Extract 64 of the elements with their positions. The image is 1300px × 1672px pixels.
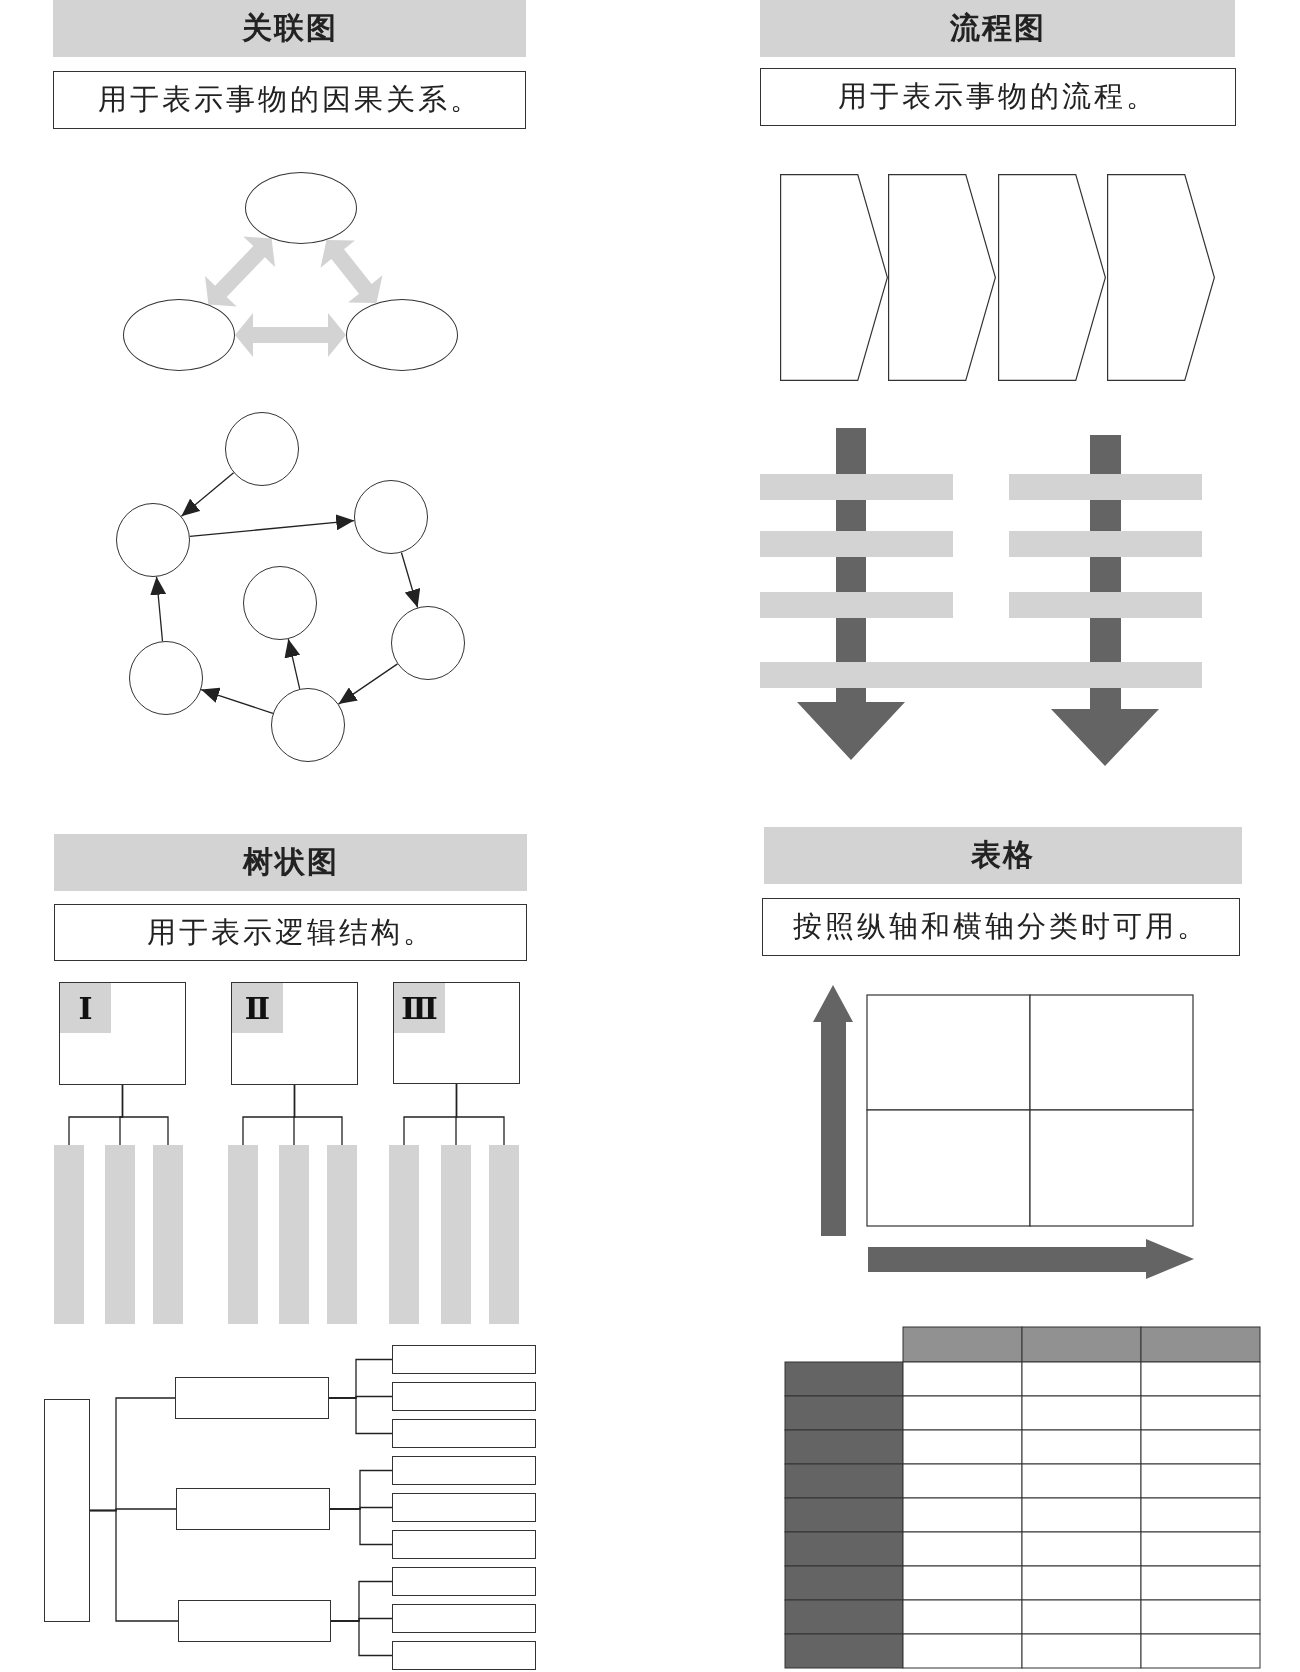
chevron-shape	[888, 174, 996, 381]
numeral-tab: Ⅰ	[60, 983, 111, 1033]
numeral-tab: Ⅱ	[232, 983, 283, 1033]
arrow	[189, 514, 355, 538]
double-arrow	[320, 240, 383, 303]
vertical-bar	[441, 1145, 471, 1324]
description-box: 按照纵轴和横轴分类时可用。	[762, 898, 1240, 956]
vertical-bar	[389, 1145, 419, 1324]
horizontal-bar	[760, 592, 953, 618]
connector-line	[328, 1397, 393, 1435]
vertical-bar	[105, 1145, 135, 1324]
numeral-tab: Ⅲ	[394, 983, 445, 1033]
outline-box	[392, 1567, 536, 1596]
panel-heading: 流程图	[760, 0, 1235, 57]
outline-box	[175, 1377, 329, 1419]
vertical-bar	[327, 1145, 357, 1324]
double-arrow	[205, 236, 275, 307]
outline-box	[392, 1419, 536, 1448]
connector-line	[293, 1084, 343, 1146]
vertical-bar	[153, 1145, 183, 1324]
arrow	[337, 663, 399, 705]
chevron-shape	[998, 174, 1106, 381]
horizontal-bar	[760, 474, 953, 500]
category-box	[393, 982, 520, 1084]
vertical-bar	[489, 1145, 519, 1324]
vertical-bar	[54, 1145, 84, 1324]
category-box	[59, 982, 186, 1085]
horizontal-bar	[1009, 592, 1202, 618]
outline-box	[44, 1399, 90, 1622]
vertical-bar	[228, 1145, 258, 1324]
panel-heading: 表格	[764, 827, 1242, 884]
arrow	[150, 576, 167, 642]
connector-line	[330, 1620, 393, 1657]
outline-box	[392, 1604, 536, 1633]
chevron-shape	[780, 174, 888, 381]
outline-box	[178, 1600, 331, 1642]
outline-box	[392, 1382, 536, 1411]
arrow	[200, 687, 274, 715]
arrow	[400, 551, 421, 609]
vertical-bar	[279, 1145, 309, 1324]
arrow	[180, 472, 235, 517]
connector-line	[121, 1084, 169, 1146]
connector-line	[329, 1508, 393, 1546]
outline-box	[176, 1488, 330, 1530]
connector-line	[455, 1083, 505, 1146]
horizontal-bar	[1009, 474, 1202, 500]
chevron-shape	[1107, 174, 1215, 381]
arrow	[284, 638, 301, 690]
outline-box	[392, 1641, 536, 1670]
connector-line	[89, 1509, 179, 1622]
outline-box	[392, 1530, 536, 1559]
description-box: 用于表示事物的因果关系。	[53, 71, 526, 129]
category-box	[231, 982, 358, 1085]
horizontal-bar	[1009, 531, 1202, 557]
horizontal-bar	[760, 662, 1202, 688]
horizontal-bar	[760, 531, 953, 557]
description-box: 用于表示事物的流程。	[760, 68, 1236, 126]
double-arrow	[235, 313, 346, 357]
description-box: 用于表示逻辑结构。	[54, 904, 527, 961]
panel-heading: 关联图	[53, 0, 526, 57]
outline-box	[392, 1456, 536, 1485]
outline-box	[392, 1345, 536, 1374]
panel-heading: 树状图	[54, 834, 527, 891]
outline-box	[392, 1493, 536, 1522]
